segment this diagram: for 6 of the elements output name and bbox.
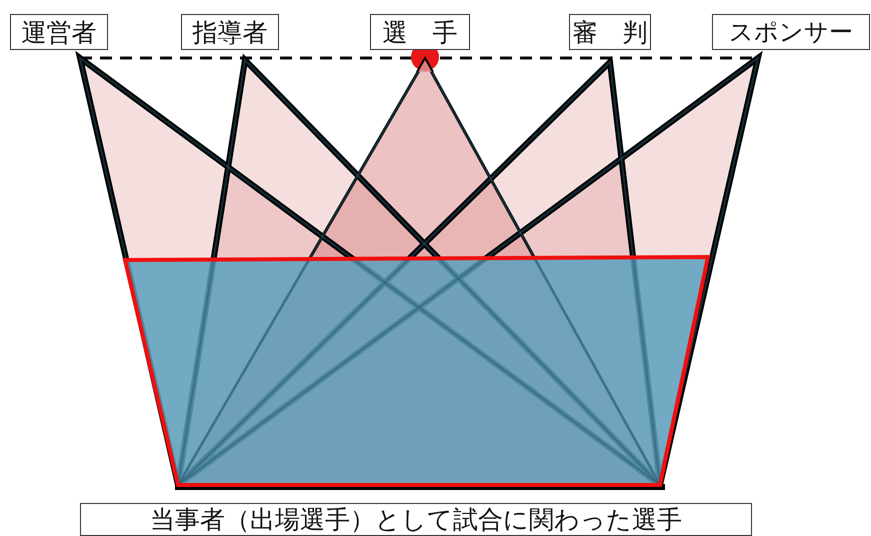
label-box: 運営者 <box>10 14 108 50</box>
label-box: 指導者 <box>181 14 279 50</box>
label-box: 選 手 <box>370 14 470 50</box>
label-box: 当事者（出場選手）として試合に関わった選手 <box>80 503 752 536</box>
label-box: スポンサー <box>712 14 870 50</box>
label-box: 審 判 <box>569 14 651 50</box>
